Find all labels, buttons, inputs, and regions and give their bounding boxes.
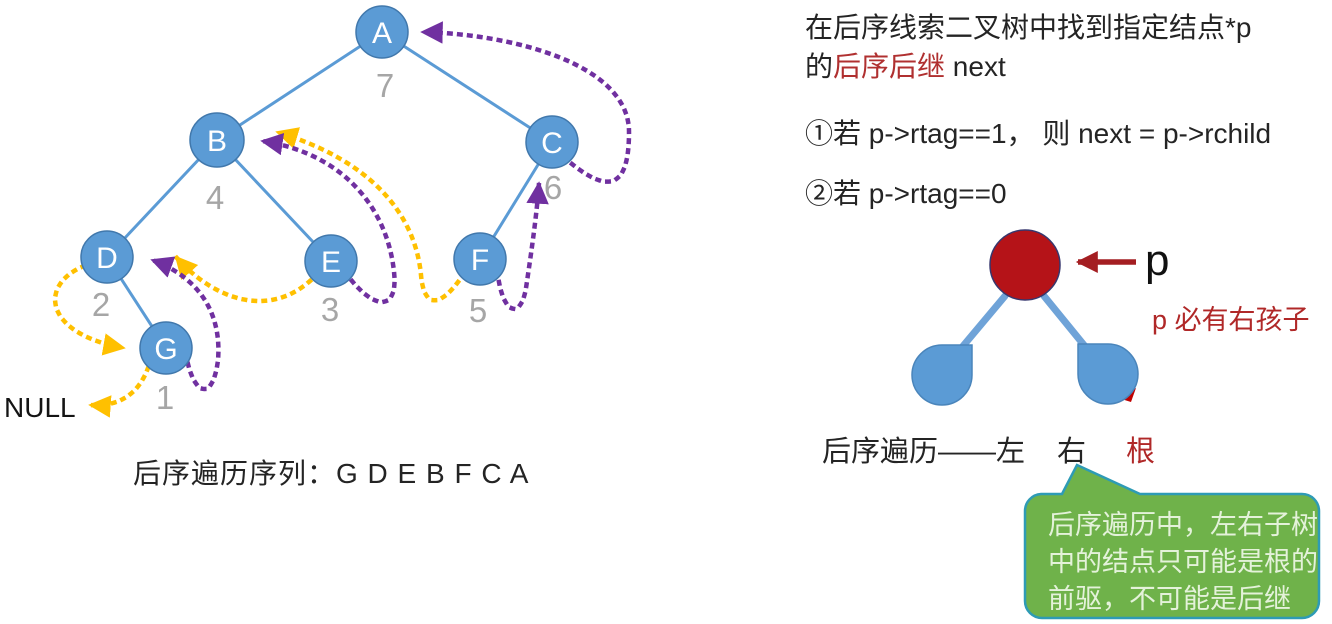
order-f: 5 (469, 292, 487, 329)
node-f-label: F (471, 244, 489, 277)
node-d (80, 230, 134, 284)
order-g: 1 (156, 379, 174, 416)
postorder-prefix: 后序遍历——左 (822, 436, 1026, 468)
p-right-child-note: p 必有右孩子 (1152, 305, 1310, 335)
node-b (189, 112, 245, 168)
thread-pred-e-d (172, 253, 314, 304)
node-f (453, 232, 507, 286)
left-subtree-blob (911, 344, 973, 406)
thread-succ-f-c (496, 180, 549, 311)
order-c: 6 (544, 169, 562, 206)
thread-pred-g-null (87, 365, 151, 418)
bubble-line-3: 前驱，不可能是后继 (1048, 584, 1291, 614)
null-label: NULL (4, 392, 76, 423)
node-d-label: D (96, 242, 118, 275)
title-suffix: next (945, 51, 1006, 82)
node-g-label: G (154, 333, 177, 366)
edge-a-c (381, 30, 553, 144)
postorder-sequence-caption: 后序遍历序列：G D E B F C A (133, 458, 530, 489)
visit-order-numbers: 7 4 6 2 3 5 1 (92, 67, 562, 416)
order-d: 2 (92, 286, 110, 323)
thread-succ-c-a (419, 21, 632, 184)
title-red-term: 后序后继 (833, 51, 946, 82)
postorder-right: 右 (1057, 436, 1087, 468)
node-g (139, 321, 193, 375)
node-labels: A B C D E F G (96, 17, 563, 366)
node-a-label: A (372, 17, 392, 50)
p-pointer-label: p (1145, 236, 1170, 285)
bubble-line-1: 后序遍历中，左右子树 (1048, 510, 1318, 540)
tree-nodes (80, 5, 579, 375)
predecessor-threads (52, 127, 462, 418)
node-e-label: E (321, 246, 341, 279)
order-a: 7 (376, 67, 394, 104)
panel-title-line2: 的后序后继 next (805, 47, 1251, 86)
p-left-subtree-link (954, 292, 1009, 356)
speech-bubble (1023, 463, 1321, 620)
case-rtag-0: ②若 p->rtag==0 (805, 178, 1007, 209)
speech-bubble-text: 后序遍历中，左右子树 中的结点只可能是根的 前驱，不可能是后继 (1048, 507, 1318, 618)
postorder-root: 根 (1126, 436, 1156, 468)
node-b-label: B (207, 125, 227, 158)
right-subtree-blob (1077, 343, 1139, 405)
case-rtag-1: ①若 p->rtag==1， 则 next = p->rchild (805, 118, 1272, 149)
node-c-label: C (541, 127, 563, 160)
p-right-subtree-link (1040, 292, 1092, 354)
title-prefix: 的 (805, 51, 834, 82)
order-b: 4 (206, 179, 224, 216)
panel-title: 在后序线索二叉树中找到指定结点*p 的后序后继 next (805, 8, 1251, 86)
edge-a-b (216, 30, 383, 142)
thread-succ-g-d (149, 256, 221, 392)
thread-succ-e-b (259, 132, 397, 304)
bubble-line-2: 中的结点只可能是根的 (1048, 547, 1318, 577)
p-node-circle (989, 229, 1061, 301)
node-c (525, 115, 579, 169)
successor-threads (149, 21, 632, 392)
panel-title-line1: 在后序线索二叉树中找到指定结点*p (805, 12, 1252, 43)
thread-pred-f-b (274, 127, 462, 303)
thread-pred-d-g (52, 263, 127, 356)
node-e (304, 234, 358, 288)
node-a (355, 5, 409, 59)
p-diagram (911, 229, 1139, 406)
order-e: 3 (321, 291, 339, 328)
postorder-rule-line: 后序遍历——左右 根 (822, 428, 1155, 470)
